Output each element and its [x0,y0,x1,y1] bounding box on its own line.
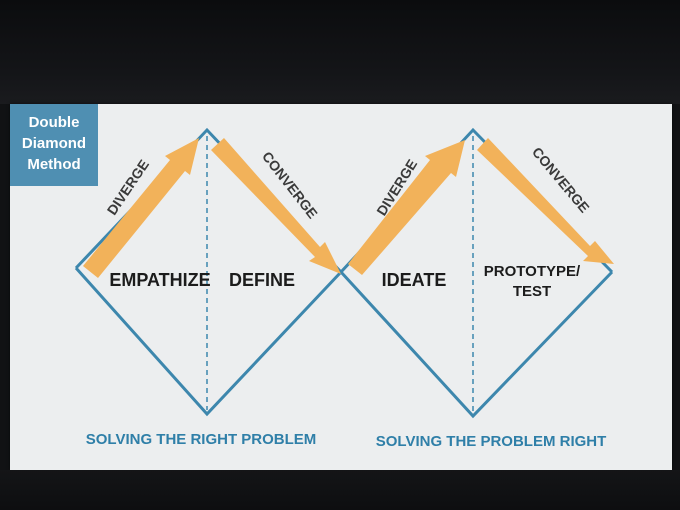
phase-ideate: IDEATE [382,270,447,290]
double-diamond-diagram: DIVERGE CONVERGE DIVERGE CONVERGE EMPATH… [74,127,614,450]
monitor-bezel-bottom [0,470,680,510]
footer-right-caption: SOLVING THE PROBLEM RIGHT [376,433,607,450]
converge-label-1: CONVERGE [259,148,321,221]
title-line-1: Double [28,114,80,131]
phase-empathize: EMPATHIZE [109,270,210,290]
title-line-2: Diamond [21,135,87,152]
diverge-arrow-1 [83,138,199,278]
diamond-1-lower-outline [74,266,343,417]
converge-arrow-2 [477,138,614,264]
footer-left-caption: SOLVING THE RIGHT PROBLEM [86,431,317,448]
diverge-arrow-2 [348,140,465,275]
title-line-3: Method [27,156,81,173]
diamond-2-lower-outline [339,270,614,419]
slide: Double Diamond Method DIVERGE CONVERGE D… [10,104,672,470]
phase-prototype-line2: TEST [513,283,551,300]
title-box: Double Diamond Method [10,104,98,186]
phase-prototype-line1: PROTOTYPE/ [484,263,581,280]
monitor-bezel-top [0,0,680,104]
phase-define: DEFINE [229,270,295,290]
converge-arrow-1 [211,138,341,274]
